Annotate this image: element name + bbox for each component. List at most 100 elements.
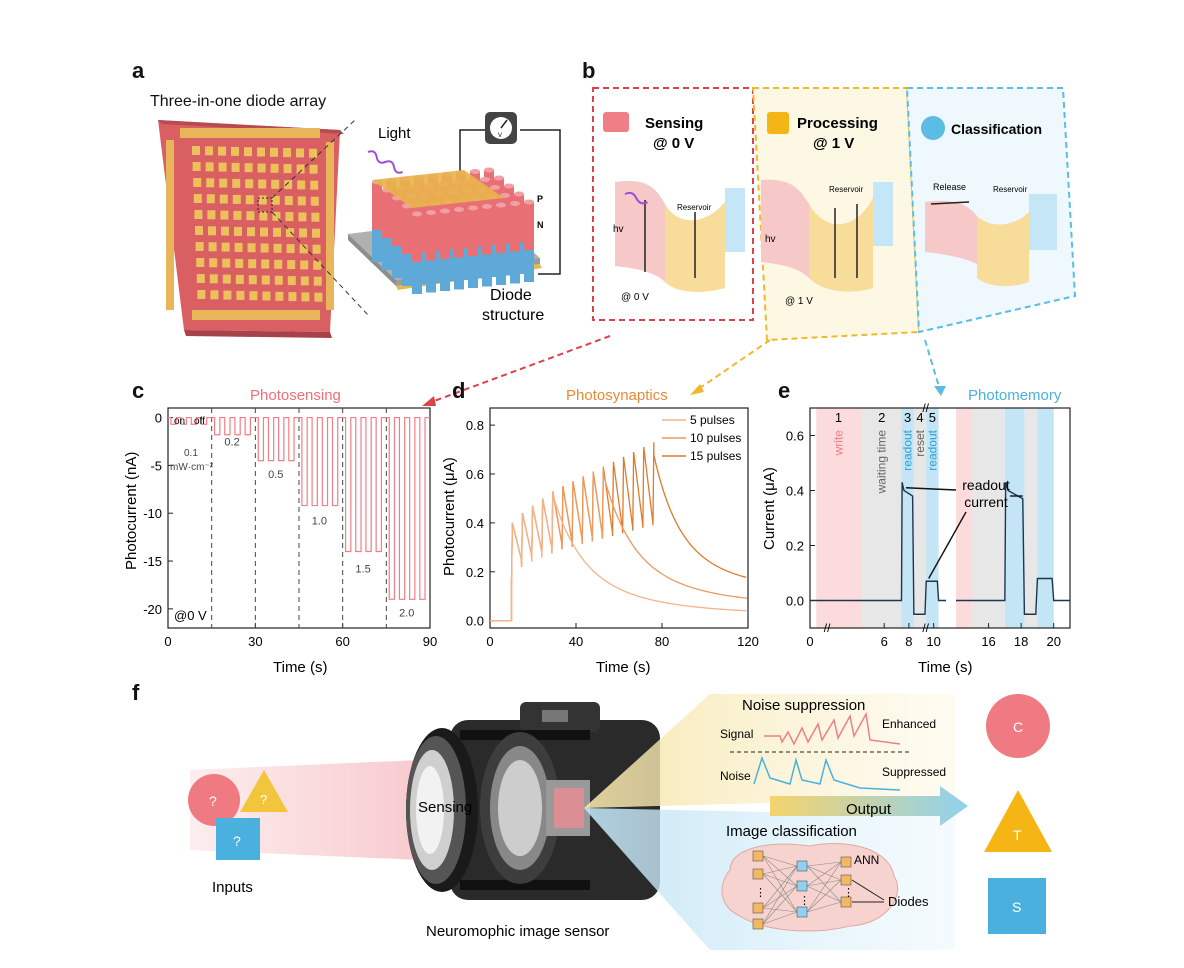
chart-e-phase-band xyxy=(926,408,939,628)
diode-pixel xyxy=(208,226,216,236)
inputs-label: Inputs xyxy=(212,879,253,896)
pillar-top xyxy=(468,205,478,211)
processing-hv: hv xyxy=(765,234,776,245)
ann-edge xyxy=(762,855,798,867)
chart-d-ytick-label: 0.6 xyxy=(466,467,484,482)
pillar-p xyxy=(426,212,436,261)
panel-d-letter: d xyxy=(452,378,466,403)
ann-output-arrow xyxy=(851,879,885,901)
diode-pixel xyxy=(297,196,306,206)
pillar-p xyxy=(412,214,422,262)
sensor-system-illustration: ? ? ? Inputs Sensing Neuromophic image s… xyxy=(188,694,1052,950)
ann-edge xyxy=(762,907,798,913)
diode-pixel xyxy=(206,178,215,188)
ann-ellipsis: ⋮ xyxy=(843,887,854,899)
output-circle xyxy=(986,694,1050,758)
classification-reservoir: Reservoir xyxy=(993,185,1028,194)
chart-c-ytick-label: 0 xyxy=(155,411,162,426)
diode-pixel xyxy=(234,242,243,252)
chart-d-frame xyxy=(489,407,749,629)
chart-e-ylabel: Current (μA) xyxy=(761,467,778,550)
suppressed-noise-trace xyxy=(753,755,901,791)
diode-pixel xyxy=(222,258,231,268)
processing-band-diagram: hv Reservoir @ 1 V xyxy=(761,179,893,307)
ann-node xyxy=(796,906,808,918)
diode-pixel xyxy=(311,212,320,222)
diode-pixel xyxy=(193,194,202,203)
ann-edge xyxy=(806,901,842,913)
chart-c-ytick-label: -10 xyxy=(143,506,162,521)
pillar-top xyxy=(524,199,534,205)
chart-d-series xyxy=(490,466,748,622)
chart-c-intensity-label: 1.5 xyxy=(355,564,370,576)
chart-e-axis-break: // xyxy=(922,621,929,635)
panel-f-letter: f xyxy=(132,680,140,705)
diode-pixel xyxy=(299,228,307,238)
sensing-hv: hv xyxy=(613,224,624,235)
chart-d-xtick-label: 0 xyxy=(486,634,493,649)
chart-c-annot-off: off xyxy=(194,416,205,427)
output-square xyxy=(988,878,1046,934)
enhanced-signal-trace xyxy=(764,711,901,746)
processing-icon xyxy=(767,112,789,134)
chart-c-series xyxy=(168,416,430,600)
pillar-top xyxy=(412,211,422,217)
diode-pixel xyxy=(301,292,310,302)
chart-c-annot: 0.1 xyxy=(184,448,198,459)
sensing-band-diagram: hv Reservoir @ 0 V xyxy=(613,180,745,303)
chart-d-ytick-label: 0.0 xyxy=(466,614,484,629)
chart-e-axis-break: // xyxy=(824,621,831,635)
array-title: Three-in-one diode array xyxy=(150,93,327,110)
diode-pixel xyxy=(244,163,253,173)
diode-pixel xyxy=(296,148,304,158)
ann-node xyxy=(752,902,764,914)
diode-pixel xyxy=(248,259,257,269)
pillar-top xyxy=(454,207,464,212)
chart-c-annot-unit: mW·cm⁻² xyxy=(170,462,214,473)
ann-node xyxy=(840,874,852,886)
chart-d-series xyxy=(490,491,747,622)
light-wave xyxy=(367,150,403,174)
output-arrow xyxy=(770,786,968,826)
diode-pixel xyxy=(285,212,294,222)
chart-e-annotation: current xyxy=(964,494,1008,510)
chart-e-phase-band xyxy=(1004,408,1025,628)
output-s: S xyxy=(1012,899,1021,915)
nanowire-pillars xyxy=(372,167,534,294)
chart-e-xtick-label: 10 xyxy=(926,634,940,649)
pillar-top xyxy=(490,185,500,190)
input-triangle xyxy=(240,770,288,812)
chart-e-phase-band xyxy=(1024,408,1038,628)
diode-pixel xyxy=(235,274,244,284)
diode-pixel xyxy=(223,290,232,300)
processing-bias: @ 1 V xyxy=(813,135,854,152)
diode-pixel xyxy=(222,274,231,284)
diode-pixel xyxy=(221,242,230,252)
panel-a-letter: a xyxy=(132,58,145,83)
chart-e-series xyxy=(956,482,1070,615)
classification-title: Classification xyxy=(951,121,1042,137)
chart-e-ytick-label: 0.0 xyxy=(786,594,804,609)
processing-bias-label: @ 1 V xyxy=(785,296,813,307)
ann-edge xyxy=(806,879,842,913)
output-c: C xyxy=(1013,719,1023,735)
diode-pixel xyxy=(283,148,291,158)
processing-reservoir: Reservoir xyxy=(829,185,864,194)
diode-pixel xyxy=(284,180,293,190)
ann-network: ⋮⋮⋮ xyxy=(752,850,885,930)
diode-pixel xyxy=(194,210,203,219)
diode-pixel xyxy=(245,179,254,189)
diode-pixel xyxy=(208,242,217,252)
diode-pixel xyxy=(259,211,268,221)
diode-array-illustration: Light V P N Diode structure xyxy=(158,112,561,338)
photosynaptics-chart: Photosynaptics Time (s) Photocurrent (μA… xyxy=(441,387,759,676)
chart-e-phase-number: 3 xyxy=(904,410,911,425)
chart-d-xtick-label: 120 xyxy=(737,634,759,649)
diode-pixel xyxy=(249,291,258,301)
mechanism-diagram: Sensing @ 0 V Processing @ 1 V Classific… xyxy=(592,87,1077,342)
ann-edge xyxy=(806,861,842,913)
chart-c-ylabel: Photocurrent (nA) xyxy=(123,452,140,570)
pillar-top xyxy=(496,202,506,208)
ann-node xyxy=(752,850,764,862)
